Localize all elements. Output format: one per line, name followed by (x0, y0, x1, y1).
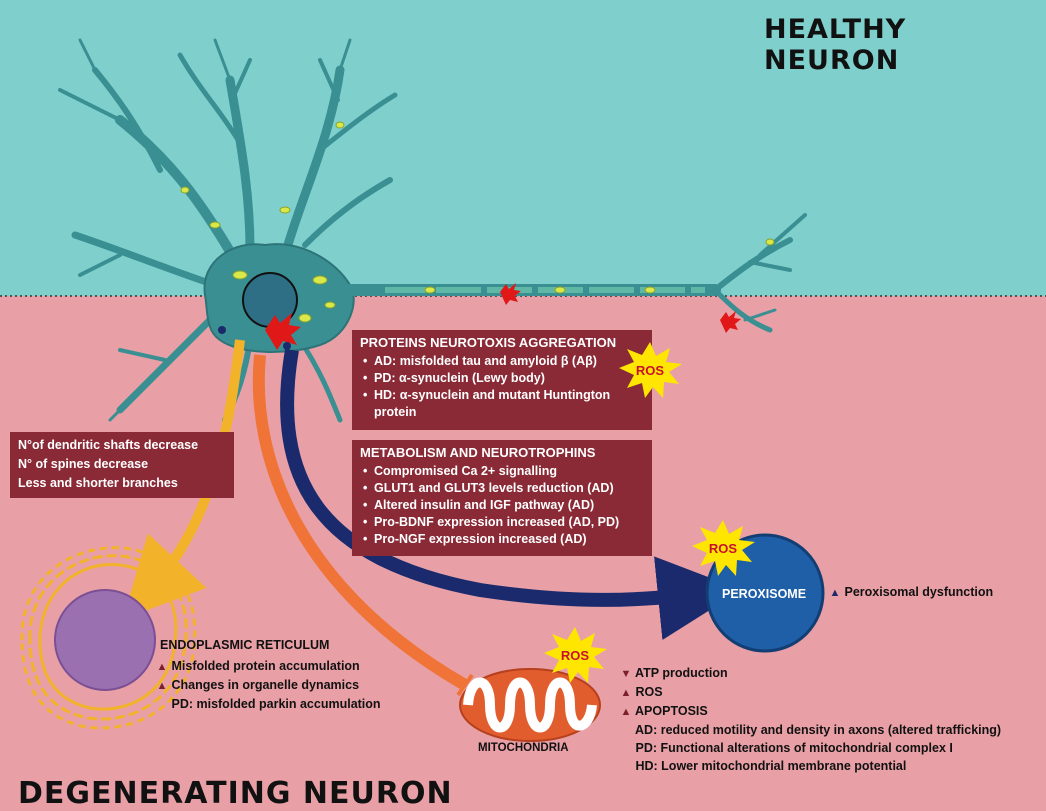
up-arrow-icon: ▲ (156, 658, 168, 676)
metabolism-item: Pro-BDNF expression increased (AD, PD) (374, 514, 644, 531)
proteins-box-header: PROTEINS NEUROTOXIS AGGREGATION (360, 334, 644, 351)
mito-line: ▼ ATP production (620, 664, 1001, 683)
proteins-item: HD: α-synuclein and mutant Huntington pr… (374, 387, 629, 421)
mito-line: HD: Lower mitochondrial membrane potenti… (620, 757, 1001, 775)
metabolism-neurotrophins-box: METABOLISM AND NEUROTROPHINS Compromised… (352, 440, 652, 556)
mito-line-text: PD: Functional alterations of mitochondr… (635, 741, 952, 755)
proteins-item: PD: α-synuclein (Lewy body) (374, 370, 644, 387)
peroxisome-label: PEROXISOME (722, 586, 806, 603)
healthy-neuron-title: HEALTHY NEURON (764, 14, 1046, 76)
dendrite-line: N°of dendritic shafts decrease (18, 436, 226, 455)
degenerating-neuron-title: DEGENERATING NEURON (18, 776, 453, 811)
mito-line: ▲ APOPTOSIS (620, 702, 1001, 721)
proteins-item: AD: misfolded tau and amyloid β (Aβ) (374, 353, 644, 370)
peroxisome-effect: ▲ Peroxisomal dysfunction (829, 584, 993, 602)
mito-line-text: APOPTOSIS (635, 704, 708, 718)
metabolism-item: Pro-NGF expression increased (AD) (374, 531, 644, 548)
er-line-text: Changes in organelle dynamics (171, 678, 359, 692)
metabolism-item: GLUT1 and GLUT3 levels reduction (AD) (374, 480, 644, 497)
er-line: ▲ Changes in organelle dynamics (156, 676, 381, 695)
up-arrow-icon: ▲ (620, 703, 632, 721)
mito-line: AD: reduced motility and density in axon… (620, 721, 1001, 739)
er-line-text: PD: misfolded parkin accumulation (171, 697, 380, 711)
ros-label: ROS (540, 625, 610, 685)
mitochondria-title: MITOCHONDRIA (478, 740, 569, 757)
ros-burst-mitochondria: ROS (540, 625, 610, 685)
up-arrow-icon: ▲ (156, 677, 168, 695)
metabolism-item: Compromised Ca 2+ signalling (374, 463, 644, 480)
ros-label: ROS (688, 518, 758, 578)
metabolism-item: Altered insulin and IGF pathway (AD) (374, 497, 644, 514)
ros-burst-proteins: ROS (615, 340, 685, 400)
er-line-text: Misfolded protein accumulation (171, 659, 359, 673)
dendrite-changes-box: N°of dendritic shafts decrease N° of spi… (10, 432, 234, 498)
soma-vesicle-right (283, 342, 291, 350)
mito-line: ▲ ROS (620, 683, 1001, 702)
ros-label: ROS (615, 340, 685, 400)
mito-line-text: HD: Lower mitochondrial membrane potenti… (635, 759, 906, 773)
down-arrow-icon: ▼ (620, 665, 632, 683)
er-title: ENDOPLASMIC RETICULUM (160, 637, 329, 654)
dendrite-line: Less and shorter branches (18, 474, 226, 493)
mito-line-text: AD: reduced motility and density in axon… (635, 723, 1001, 737)
proteins-aggregation-box: PROTEINS NEUROTOXIS AGGREGATION AD: misf… (352, 330, 652, 430)
ros-burst-peroxisome: ROS (688, 518, 758, 578)
mito-line-text: ATP production (635, 666, 728, 680)
up-arrow-icon: ▲ (620, 684, 632, 702)
mitochondria-effects: ▼ ATP production ▲ ROS ▲ APOPTOSIS AD: r… (620, 664, 1001, 775)
soma-vesicle-left (218, 326, 226, 334)
dendrite-line: N° of spines decrease (18, 455, 226, 474)
up-arrow-icon: ▲ (829, 585, 841, 602)
mito-line-text: ROS (635, 685, 662, 699)
peroxisome-effect-text: Peroxisomal dysfunction (844, 585, 993, 599)
er-line: ▲ Misfolded protein accumulation (156, 657, 381, 676)
er-line: PD: misfolded parkin accumulation (156, 695, 381, 713)
er-effects: ▲ Misfolded protein accumulation ▲ Chang… (156, 657, 381, 713)
mito-line: PD: Functional alterations of mitochondr… (620, 739, 1001, 757)
metabolism-box-header: METABOLISM AND NEUROTROPHINS (360, 444, 644, 461)
er-nucleus (55, 590, 155, 690)
